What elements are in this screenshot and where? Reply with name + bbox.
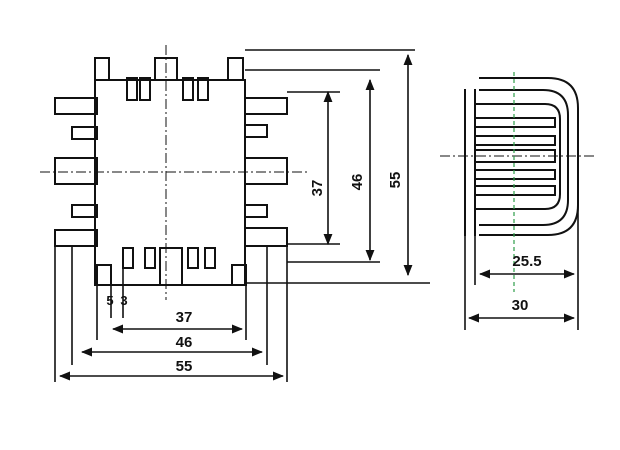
side-fin — [474, 135, 556, 146]
right-fin — [244, 157, 288, 185]
heatsink-body-outline — [94, 79, 246, 286]
right-fin — [244, 97, 288, 115]
side-fin — [474, 169, 556, 180]
bottom-fin — [96, 264, 112, 286]
right-fins — [244, 97, 288, 247]
front-view: 37 46 55 37 46 55 5 3 — [40, 45, 430, 382]
dim-label-v46: 46 — [349, 174, 366, 191]
bottom-fin — [144, 247, 156, 269]
right-fin — [244, 124, 268, 138]
fin-dim-label-3: 3 — [120, 293, 127, 308]
top-fin — [94, 57, 110, 81]
bottom-fin — [204, 247, 216, 269]
bottom-fin — [159, 247, 183, 286]
side-fin — [474, 185, 556, 196]
right-fin — [244, 204, 268, 218]
bent-fin — [474, 103, 561, 210]
top-fins — [94, 57, 244, 101]
left-fins — [54, 97, 98, 247]
bent-fin — [479, 77, 579, 236]
bottom-fins — [96, 247, 247, 286]
bottom-fin — [122, 247, 134, 269]
dim-label-30: 30 — [512, 297, 529, 314]
side-view: 25.5 30 — [440, 72, 595, 330]
bottom-fin — [231, 264, 247, 286]
top-fin — [139, 77, 151, 101]
dim-label-25-5: 25.5 — [512, 253, 541, 270]
fin-dim-label-5: 5 — [106, 293, 113, 308]
top-fin — [197, 77, 209, 101]
horizontal-extension-lines — [54, 246, 288, 382]
side-fin — [474, 117, 556, 128]
bottom-fin — [187, 247, 199, 269]
left-fin — [54, 229, 98, 247]
right-fin — [244, 227, 288, 247]
left-fin — [54, 157, 98, 185]
dim-label-v37: 37 — [309, 180, 326, 197]
bent-fin — [479, 89, 569, 226]
top-fin — [126, 77, 138, 101]
dim-label-h46: 46 — [176, 334, 193, 351]
dim-label-h37: 37 — [176, 309, 193, 326]
bent-fins — [474, 77, 579, 236]
left-fin — [54, 97, 98, 115]
dim-label-h55: 55 — [176, 358, 193, 375]
top-fin — [182, 77, 194, 101]
vertical-extension-lines — [245, 49, 430, 284]
left-fin — [71, 204, 98, 218]
top-fin — [227, 57, 244, 81]
dim-label-v55: 55 — [387, 172, 404, 189]
left-fin — [71, 126, 98, 140]
